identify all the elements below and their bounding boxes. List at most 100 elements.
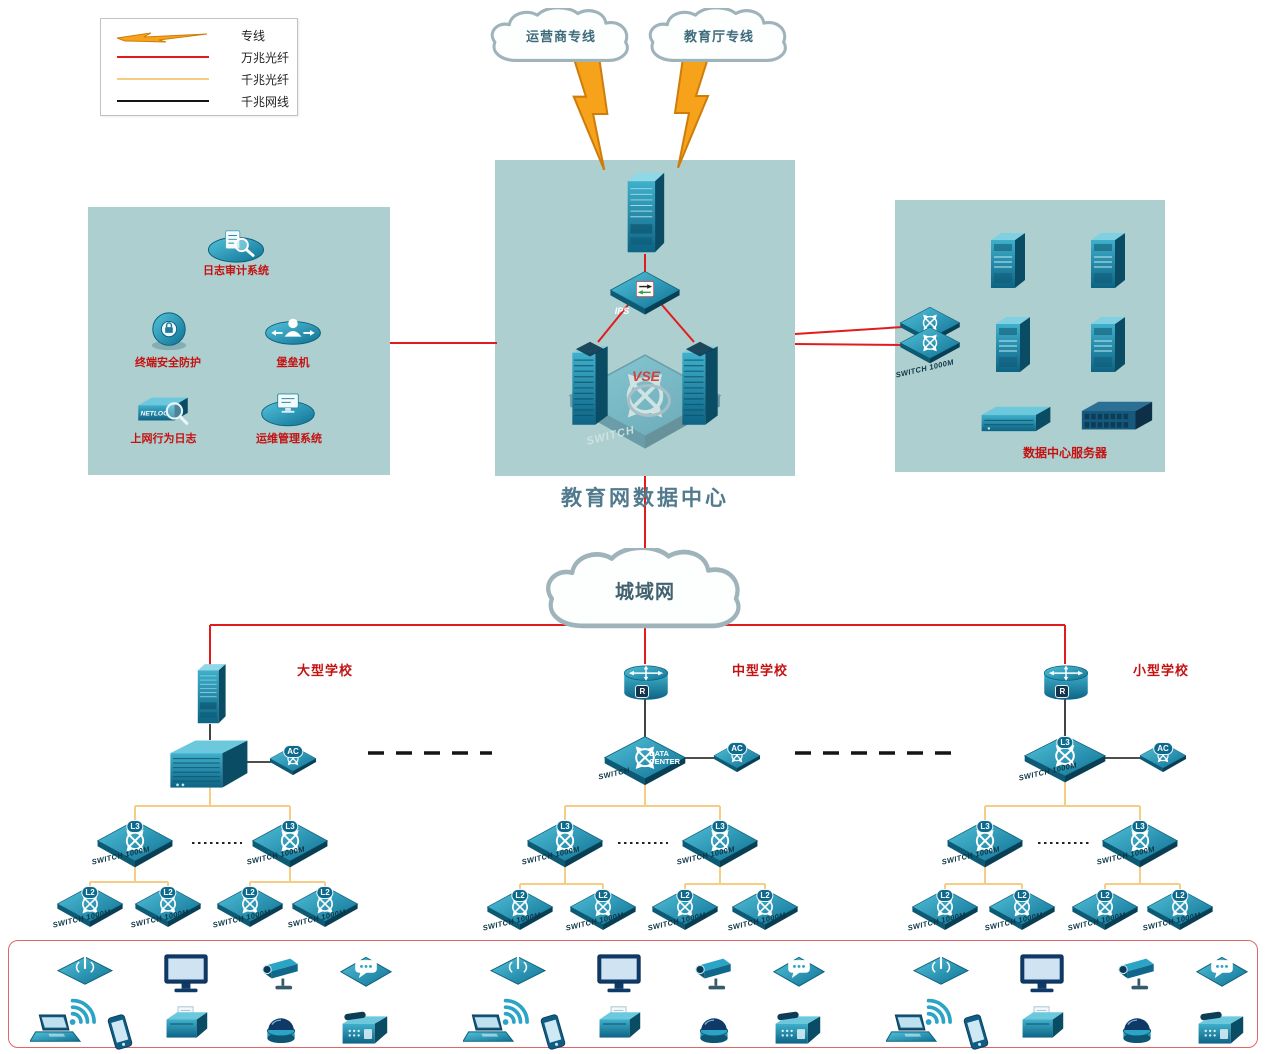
- black-line-sample: [117, 100, 209, 102]
- rack-server[interactable]: [987, 230, 1029, 294]
- large-school-label: 大型学校: [296, 663, 353, 678]
- legend-row-10g-fiber: 万兆光纤: [101, 47, 297, 67]
- cctv-camera-icon[interactable]: [255, 955, 307, 993]
- log-audit-label: 日志审计系统: [203, 265, 269, 277]
- laptop-icon[interactable]: [30, 1014, 82, 1046]
- servers-switch-bottom[interactable]: SWITCH 1000M: [895, 326, 961, 379]
- wireless-ap-icon[interactable]: [912, 950, 970, 986]
- medium-school-router[interactable]: R: [622, 664, 670, 702]
- chat-terminal-icon[interactable]: [339, 952, 393, 988]
- storage-device[interactable]: [978, 402, 1054, 435]
- education-line-cloud[interactable]: 教育厅专线: [643, 8, 795, 70]
- small-school-router[interactable]: R: [1042, 664, 1090, 702]
- red-line-sample: [117, 56, 209, 58]
- desk-phone-icon[interactable]: [772, 1011, 822, 1049]
- desk-phone-icon[interactable]: [339, 1011, 389, 1049]
- endpoint-devices-group: [461, 942, 853, 1046]
- printer-icon[interactable]: [1019, 1005, 1065, 1043]
- man-cloud[interactable]: 城域网: [538, 548, 752, 640]
- rack-server[interactable]: [1087, 314, 1129, 378]
- router-badge: R: [1055, 685, 1070, 699]
- device-tier-badge: L3: [976, 820, 994, 834]
- dome-camera-icon[interactable]: [1117, 1012, 1157, 1048]
- legend-row-1g-cable: 千兆网线: [101, 91, 297, 111]
- cctv-camera-icon[interactable]: [1111, 955, 1163, 993]
- device-tier-badge: L2: [1096, 889, 1114, 903]
- carrier-line-cloud[interactable]: 运营商专线: [485, 8, 637, 70]
- vse-server-left[interactable]: [567, 338, 613, 434]
- large-school-firewall[interactable]: [195, 662, 227, 726]
- large-school-core-server[interactable]: [165, 735, 251, 793]
- wireless-ap-icon[interactable]: [489, 950, 547, 986]
- printer-icon[interactable]: [596, 1005, 642, 1043]
- log-audit-icon[interactable]: [205, 226, 267, 264]
- yellow-line-sample: [117, 78, 209, 80]
- ac-controller[interactable]: AC: [713, 742, 761, 775]
- device-tier-badge: L2: [594, 889, 612, 903]
- ac-controller[interactable]: AC: [269, 745, 317, 778]
- desk-phone-icon[interactable]: [1195, 1011, 1245, 1049]
- netlog-icon[interactable]: [132, 390, 194, 430]
- vse-server-right[interactable]: [677, 338, 723, 434]
- netlog-label: 上网行为日志: [130, 433, 197, 445]
- device-tier-badge: L2: [159, 886, 177, 900]
- wireless-ap-icon[interactable]: [56, 950, 114, 986]
- cctv-camera-icon[interactable]: [688, 955, 740, 993]
- dome-camera-icon[interactable]: [261, 1012, 301, 1048]
- endpoint-security-icon[interactable]: [146, 310, 192, 352]
- device-tier-badge: L2: [316, 886, 334, 900]
- chassis-device[interactable]: [1078, 398, 1156, 435]
- laptop-icon[interactable]: [886, 1014, 938, 1046]
- cloud-label: 教育厅专线: [683, 28, 754, 44]
- small-school-label: 小型学校: [1132, 663, 1189, 678]
- device-tier-badge: L3: [126, 820, 144, 834]
- om-system-icon[interactable]: [258, 388, 318, 428]
- bastion-host-icon[interactable]: [262, 314, 324, 348]
- endpoint-devices-group: [28, 942, 420, 1046]
- ac-controller[interactable]: AC: [1139, 742, 1187, 775]
- cloud-label: 城域网: [614, 580, 675, 603]
- om-system-label: 运维管理系统: [256, 433, 322, 445]
- medium-school-core-switch[interactable]: DATA CENTER SWITCH: [597, 735, 687, 790]
- chat-terminal-icon[interactable]: [772, 952, 826, 988]
- rack-server[interactable]: [1087, 230, 1129, 294]
- desktop-monitor-icon[interactable]: [1019, 953, 1065, 995]
- vse-label: VSE: [631, 368, 660, 384]
- lightning-bolt-icon: [556, 58, 622, 170]
- small-school-core-switch[interactable]: L3 SWITCH 1000M: [1018, 734, 1107, 787]
- laptop-icon[interactable]: [463, 1014, 515, 1046]
- legend-label: 千兆网线: [241, 95, 290, 109]
- device-tier-badge: L2: [936, 889, 954, 903]
- device-tier-badge: AC: [283, 745, 303, 759]
- chat-terminal-icon[interactable]: [1195, 952, 1249, 988]
- endpoint-devices-group: [884, 942, 1265, 1046]
- bastion-host-label: 堡垒机: [276, 357, 310, 369]
- printer-icon[interactable]: [163, 1005, 209, 1043]
- device-tier-badge: L3: [556, 820, 574, 834]
- desktop-monitor-icon[interactable]: [596, 953, 642, 995]
- desktop-monitor-icon[interactable]: [163, 953, 209, 995]
- ips-device[interactable]: IPS: [609, 270, 681, 319]
- rack-server[interactable]: [992, 314, 1034, 378]
- dome-camera-icon[interactable]: [694, 1012, 734, 1048]
- core-firewall-device[interactable]: [624, 170, 666, 256]
